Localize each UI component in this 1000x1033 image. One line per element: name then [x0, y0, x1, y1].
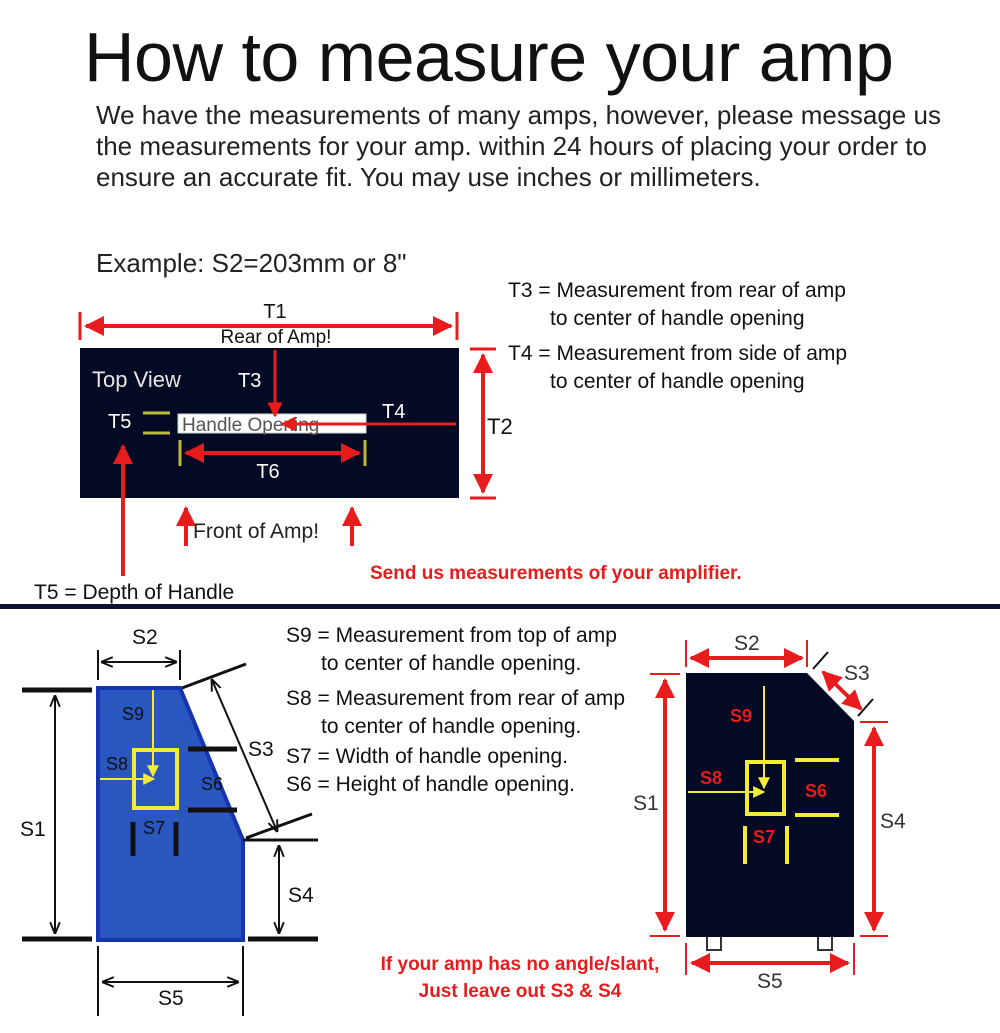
s8-legend-line1: S8 = Measurement from rear of amp [286, 687, 626, 710]
dark-s8-label: S8 [700, 768, 722, 788]
s8-legend: S8 = Measurement from rear of amp to cen… [286, 685, 625, 741]
t3-legend-line2: to center of handle opening [550, 307, 805, 330]
r-s3-dimension-arrow [821, 670, 863, 711]
r-s4-label: S4 [880, 810, 906, 833]
t4-legend: T4 = Measurement from side of amp to cen… [508, 340, 847, 396]
s4-label: S4 [288, 884, 314, 907]
page-title: How to measure your amp [84, 18, 894, 96]
r-s3-tick-bottom [857, 698, 874, 717]
t4-legend-line1: T4 = Measurement from side of amp [508, 342, 848, 365]
no-slant-note-line1: If your amp has no angle/slant, [380, 954, 660, 975]
example-text: Example: S2=203mm or 8" [96, 248, 407, 278]
rear-of-amp-label: Rear of Amp! [221, 327, 332, 348]
blue-s8-label: S8 [106, 754, 128, 774]
dark-s7-label: S7 [753, 827, 775, 847]
s3-label: S3 [248, 738, 274, 761]
dark-amp-profile [686, 673, 854, 937]
dark-s6-label: S6 [805, 781, 827, 801]
dark-handle-opening [745, 760, 786, 816]
t3-legend: T3 = Measurement from rear of amp to cen… [508, 277, 846, 333]
r-s3-tick-top [812, 651, 829, 670]
front-of-amp-label: Front of Amp! [193, 520, 319, 543]
s9-legend-line2: to center of handle opening. [321, 652, 582, 675]
blue-amp-profile [96, 686, 245, 942]
intro-paragraph: We have the measurements of many amps, h… [96, 100, 941, 192]
t6-label: T6 [256, 461, 279, 483]
blue-s7-label: S7 [143, 818, 165, 838]
r-s5-label: S5 [757, 970, 783, 993]
s2-label: S2 [132, 626, 158, 649]
no-slant-note-line2: Just leave out S3 & S4 [418, 981, 622, 1002]
s9-legend: S9 = Measurement from top of amp to cent… [286, 622, 617, 678]
s7-legend: S7 = Width of handle opening. [286, 745, 568, 768]
blue-s9-label: S9 [122, 704, 144, 724]
side-view-diagrams: S1 S2 S3 S4 S5 S9 S8 S6 S7 [20, 626, 906, 1016]
s9-legend-line1: S9 = Measurement from top of amp [286, 624, 617, 647]
t4-legend-line2: to center of handle opening [550, 370, 805, 393]
t4-label: T4 [382, 401, 405, 423]
s3-ext-bottom [245, 812, 313, 840]
s6-legend: S6 = Height of handle opening. [286, 773, 575, 796]
t2-label: T2 [487, 414, 513, 439]
s1-label: S1 [20, 818, 46, 841]
blue-side-profile: S1 S2 S3 S4 S5 S9 S8 S6 S7 [20, 626, 318, 1016]
foot-left [706, 935, 722, 951]
s8-legend-line2: to center of handle opening. [321, 715, 582, 738]
t3-legend-line1: T3 = Measurement from rear of amp [508, 279, 846, 302]
blue-s6-label: S6 [201, 774, 223, 794]
r-s1-label: S1 [633, 792, 659, 815]
s3-ext-top [181, 662, 247, 690]
t3-label: T3 [238, 370, 261, 392]
section-divider [0, 604, 1000, 609]
send-measurements-note: Send us measurements of your amplifier. [370, 563, 742, 584]
s3-dimension-arrow [212, 680, 277, 831]
no-slant-note: If your amp has no angle/slant, Just lea… [300, 951, 740, 1005]
t5-label: T5 [108, 411, 131, 433]
s5-label: S5 [158, 987, 184, 1010]
dark-side-profile: S2 S3 S1 S4 S5 S9 S8 S6 S7 [633, 632, 906, 993]
r-s3-label: S3 [844, 662, 870, 685]
dark-s9-label: S9 [730, 706, 752, 726]
t5-legend: T5 = Depth of Handle [34, 581, 235, 604]
r-s2-label: S2 [734, 632, 760, 655]
top-view-diagram: T1 Rear of Amp! Top View T3 T5 T4 Handle… [78, 301, 513, 576]
t1-label: T1 [263, 301, 286, 323]
top-view-label: Top View [92, 367, 181, 392]
foot-right [817, 935, 833, 951]
